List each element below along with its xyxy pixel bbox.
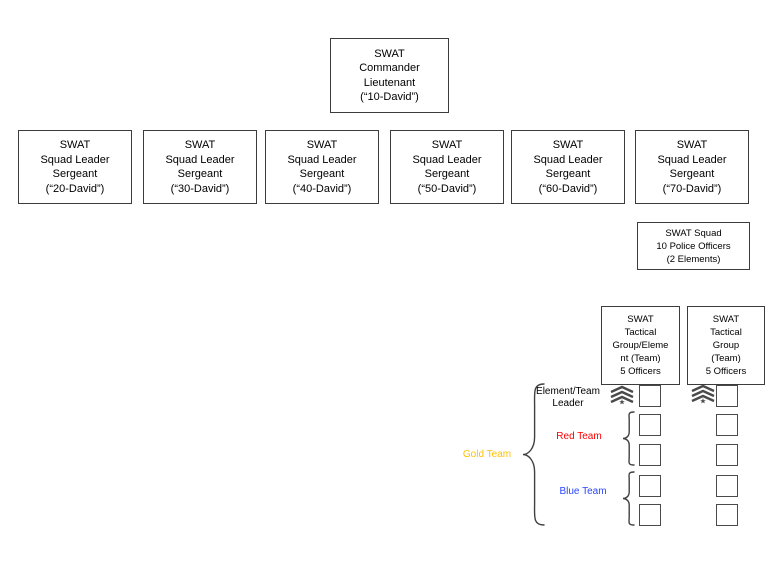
officer-slot-red-1-left: [639, 414, 661, 436]
squad-leader-box-70-david: SWAT Squad Leader Sergeant (“70-David”): [635, 130, 749, 204]
officer-slot-blue-2-right: [716, 504, 738, 526]
gold-team-label: Gold Team: [462, 449, 512, 460]
squad-leader-box-50-david: SWAT Squad Leader Sergeant (“50-David”): [390, 130, 504, 204]
tactical-group-element-box: SWAT Tactical Group/Eleme nt (Team) 5 Of…: [601, 306, 680, 385]
officer-slot-red-2-right: [716, 444, 738, 466]
sergeant-chevrons-star-icon: [691, 384, 715, 404]
squad-leader-box-30-david: SWAT Squad Leader Sergeant (“30-David”): [143, 130, 257, 204]
red-team-label: Red Team: [556, 431, 602, 442]
blue-team-brace: [622, 471, 635, 526]
officer-slot-blue-1-right: [716, 475, 738, 497]
sergeant-chevrons-star-icon: [610, 385, 634, 405]
gold-team-brace: [522, 383, 545, 526]
squad-leader-box-60-david: SWAT Squad Leader Sergeant (“60-David”): [511, 130, 625, 204]
blue-team-label: Blue Team: [559, 486, 607, 497]
officer-slot-red-1-right: [716, 414, 738, 436]
officer-slot-leader-left: [639, 385, 661, 407]
swat-squad-box: SWAT Squad 10 Police Officers (2 Element…: [637, 222, 750, 270]
squad-leader-box-20-david: SWAT Squad Leader Sergeant (“20-David”): [18, 130, 132, 204]
element-team-leader-label: Element/Team Leader: [536, 386, 600, 409]
officer-slot-blue-2-left: [639, 504, 661, 526]
officer-slot-blue-1-left: [639, 475, 661, 497]
officer-slot-leader-right: [716, 385, 738, 407]
officer-slot-red-2-left: [639, 444, 661, 466]
tactical-group-box: SWAT Tactical Group (Team) 5 Officers: [687, 306, 765, 385]
commander-box: SWAT Commander Lieutenant (“10-David”): [330, 38, 449, 113]
squad-leader-box-40-david: SWAT Squad Leader Sergeant (“40-David”): [265, 130, 379, 204]
red-team-brace: [622, 411, 635, 466]
